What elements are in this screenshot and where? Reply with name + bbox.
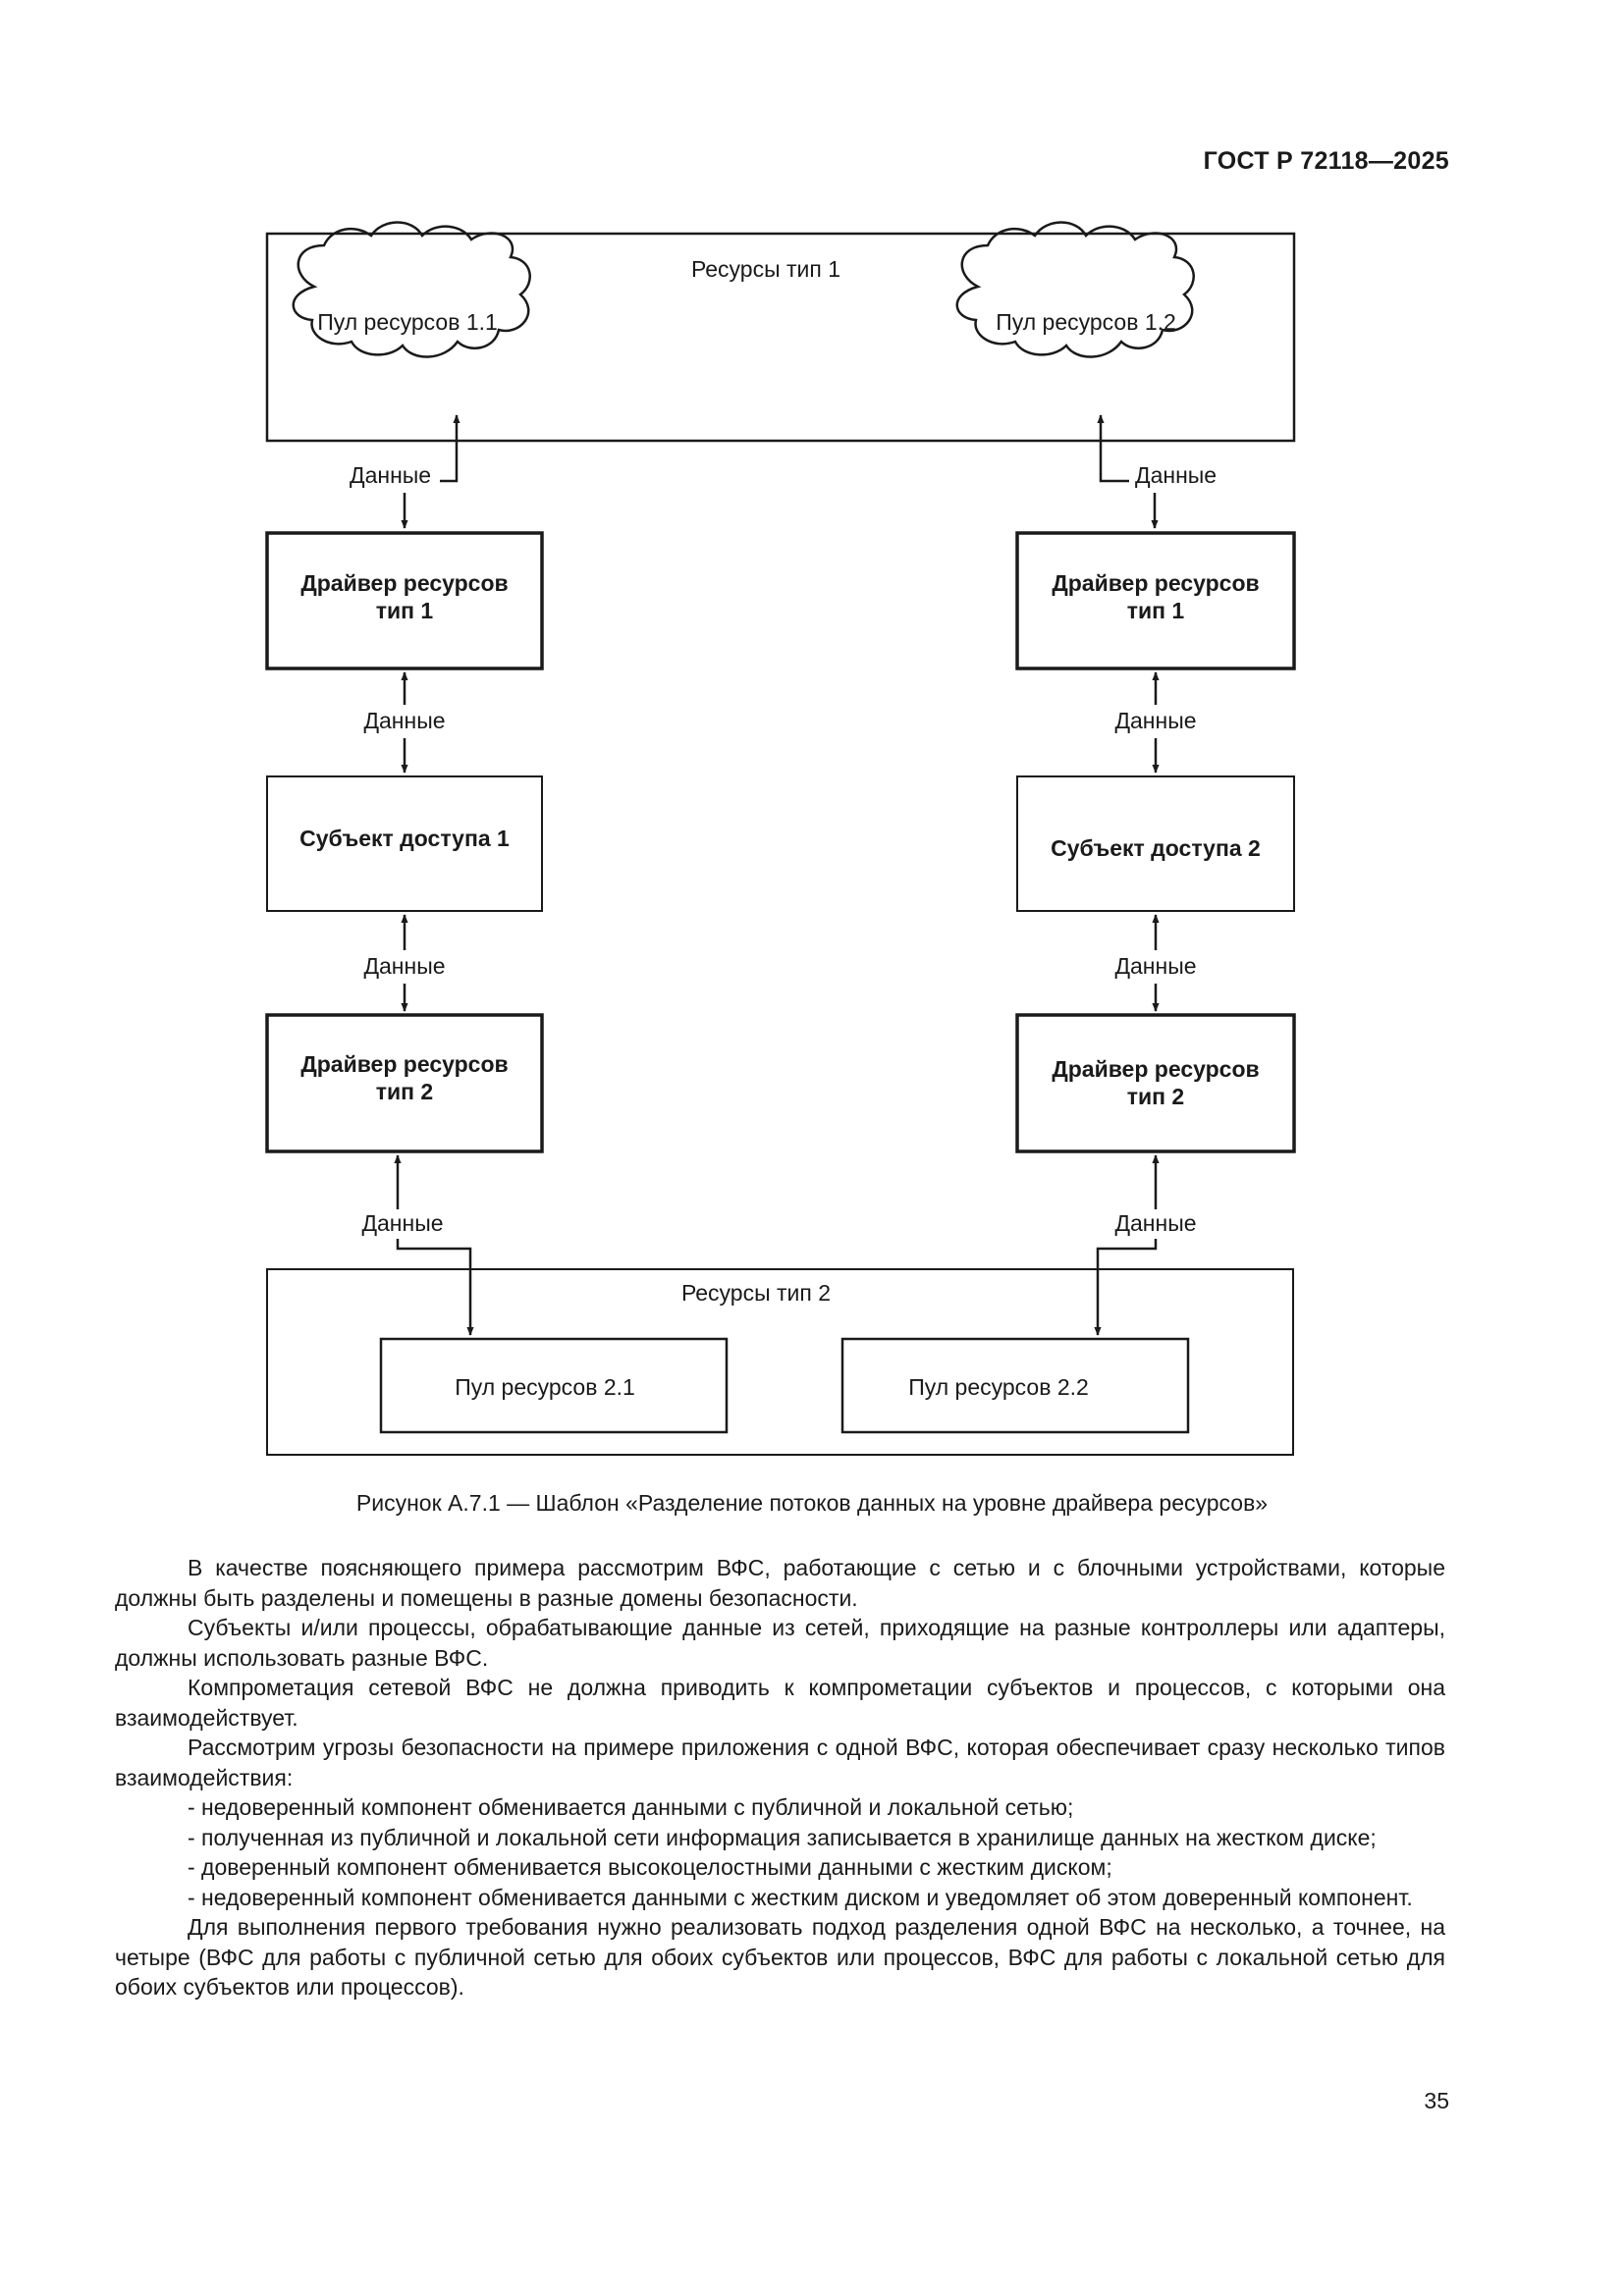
pool-1-2-cloud: [955, 221, 1195, 358]
data-label-right-bottom: Данные: [1114, 1210, 1196, 1236]
subject-2-label: Субъект доступа 2: [1051, 835, 1261, 861]
driver-type2-right-line2: тип 2: [1127, 1084, 1184, 1109]
pool-2-1-label: Пул ресурсов 2.1: [455, 1374, 635, 1400]
driver-type1-left-box: [265, 531, 544, 670]
paragraph: Субъекты и/или процессы, обрабатывающие …: [115, 1615, 1445, 1671]
data-label-right-top: Данные: [1135, 462, 1217, 488]
driver-type2-right-line1: Драйвер ресурсов: [1052, 1056, 1259, 1082]
left-bottom-elbow-arrow: [396, 1239, 474, 1336]
paragraph: Для выполнения первого требования нужно …: [115, 1914, 1445, 2000]
pool-2-2-box: [840, 1337, 1190, 1434]
body-text: В качестве поясняющего примера рассмотри…: [115, 1553, 1445, 2002]
right-top-elbow-arrow: [1097, 414, 1129, 483]
pool-1-2-label: Пул ресурсов 1.2: [996, 309, 1176, 335]
pool-1-1-label: Пул ресурсов 1.1: [317, 309, 498, 335]
driver-type2-right-box: [1015, 1013, 1296, 1153]
data-label-left-3: Данные: [363, 953, 445, 979]
driver-type1-right-line2: тип 1: [1127, 598, 1185, 623]
driver-type2-left-line1: Драйвер ресурсов: [300, 1051, 508, 1077]
data-flow-diagram: Ресурсы тип 1 Пул ресурсов 1.1 Пул ресур…: [265, 221, 1296, 1456]
data-label-right-2: Данные: [1114, 708, 1196, 733]
data-label-left-bottom: Данные: [361, 1210, 443, 1236]
list-item: - недоверенный компонент обменивается да…: [188, 1794, 1074, 1820]
paragraph: Рассмотрим угрозы безопасности на пример…: [115, 1735, 1445, 1790]
driver-type1-left-line2: тип 1: [376, 598, 434, 623]
driver-type2-left-box: [265, 1013, 544, 1153]
subject-2-box: [1016, 775, 1295, 912]
data-label-left-top: Данные: [350, 462, 431, 488]
document-header: ГОСТ Р 72118—2025: [1203, 147, 1449, 175]
figure-caption: Рисунок А.7.1 — Шаблон «Разделение поток…: [355, 1490, 1269, 1516]
pool-2-2-label: Пул ресурсов 2.2: [908, 1374, 1089, 1400]
left-top-elbow-arrow: [440, 414, 460, 483]
driver-type1-right-box: [1015, 531, 1296, 670]
page-number: 35: [1424, 2088, 1449, 2113]
list-item: - доверенный компонент обменивается высо…: [188, 1854, 1112, 1880]
right-bottom-elbow-arrow: [1094, 1239, 1158, 1336]
paragraph: В качестве поясняющего примера рассмотри…: [115, 1555, 1445, 1611]
pool-1-1-cloud: [292, 221, 531, 358]
resources-type2-box: [266, 1268, 1294, 1456]
list-item: - полученная из публичной и локальной се…: [188, 1824, 1377, 1850]
paragraph: Компрометация сетевой ВФС не должна прив…: [115, 1675, 1445, 1731]
driver-type1-right-line1: Драйвер ресурсов: [1052, 570, 1259, 596]
subject-1-box: [266, 775, 543, 912]
subject-1-label: Субъект доступа 1: [299, 826, 510, 851]
data-label-right-3: Данные: [1114, 953, 1196, 979]
resources-type1-box: [265, 232, 1296, 443]
pool-2-1-box: [379, 1337, 729, 1434]
list-item: - недоверенный компонент обменивается да…: [188, 1884, 1413, 1910]
resources-type1-label: Ресурсы тип 1: [691, 256, 840, 282]
driver-type1-left-line1: Драйвер ресурсов: [300, 570, 508, 596]
resources-type2-label: Ресурсы тип 2: [681, 1280, 831, 1306]
data-label-left-2: Данные: [363, 708, 445, 733]
driver-type2-left-line2: тип 2: [376, 1079, 433, 1104]
